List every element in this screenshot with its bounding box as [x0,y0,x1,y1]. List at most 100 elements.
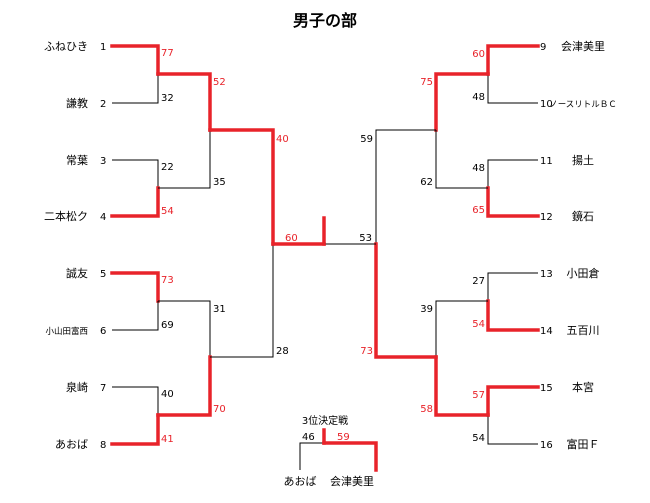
right-r3-score: 73 [360,346,373,357]
team-name-left: 謙教 [66,97,88,110]
final-score-right: 53 [359,233,372,244]
third-score-right: 59 [337,432,350,443]
third-team-left: あおば [284,475,317,488]
left-r2-score: 52 [213,77,226,88]
team-name-left: 二本松ク [44,209,88,223]
third-place-title: 3位決定戦 [302,414,348,427]
team-name-left: 誠友 [66,266,88,280]
team-seed-left: 7 [100,383,106,394]
team-seed-left: 1 [100,42,106,53]
team-name-right: 鏡石 [572,209,594,223]
right-r1-line-bottom [486,299,540,332]
team-name-right: 会津美里 [561,40,605,53]
right-r1-line-top [486,44,540,76]
right-r2-score: 58 [420,404,433,415]
third-line-right [322,441,378,472]
team-name-right: 小田倉 [567,266,600,280]
right-r1-line-top [487,159,538,188]
left-r1-line-top [110,271,160,303]
right-r1-line-top [486,385,540,417]
left-r3-score: 28 [276,346,289,357]
right-r2-line-bottom [434,355,490,417]
left-r1-line-bottom [110,186,160,218]
right-r1-line-top [487,272,538,301]
left-r2-score: 70 [213,404,226,415]
right-r3-line-bottom [374,242,438,359]
right-r1-score: 65 [472,205,485,216]
team-seed-right: 10 [540,99,553,110]
left-r1-line-bottom [112,74,159,104]
team-name-left: ふねひき [44,40,88,53]
left-r1-line-top [112,159,159,188]
left-r2-line-top [158,300,211,357]
left-r3-line-bottom [210,244,274,358]
team-seed-right: 16 [540,440,553,451]
left-r1-score: 22 [161,162,174,173]
left-r3-line-top [208,128,275,246]
right-r1-score: 60 [472,49,485,60]
right-r1-score: 48 [472,92,485,103]
left-r2-line-bottom [156,355,212,417]
team-seed-right: 9 [540,42,546,53]
left-r2-line-bottom [158,130,211,189]
left-r1-score: 77 [161,48,174,59]
right-r1-score: 48 [472,163,485,174]
team-seed-left: 3 [100,156,106,167]
right-r1-score: 54 [472,433,485,444]
right-r1-line-bottom [487,415,538,445]
right-r2-line-bottom [435,130,488,189]
right-r1-line-bottom [487,74,538,104]
bracket-title: 男子の部 [293,11,357,30]
left-r2-line-top [156,72,212,132]
third-line-left [299,442,324,470]
right-r3-line-top [375,129,436,244]
right-r1-score: 27 [472,276,485,287]
team-seed-left: 6 [100,326,106,337]
final-score-left: 60 [285,233,298,244]
team-name-left: 小山田富西 [45,326,88,337]
left-r2-score: 31 [213,304,226,315]
third-score-left: 46 [302,432,315,443]
team-name-right: ノースリトルＢＣ [549,100,617,110]
left-r3-score: 40 [276,134,289,145]
left-r1-score: 41 [161,434,174,445]
left-r1-score: 54 [161,206,174,217]
right-r1-score: 57 [472,390,485,401]
right-r2-score: 39 [420,304,433,315]
left-r1-line-bottom [112,301,159,331]
right-r2-score: 62 [420,177,433,188]
team-name-right: 五百川 [567,324,600,337]
team-seed-right: 11 [540,156,553,167]
right-r2-line-top [434,72,490,132]
team-seed-right: 13 [540,269,553,280]
right-r2-score: 75 [420,77,433,88]
team-name-right: 富田Ｆ [567,437,600,451]
team-seed-left: 2 [100,99,106,110]
team-name-left: 泉崎 [66,380,88,394]
left-r1-score: 73 [161,275,174,286]
team-seed-right: 12 [540,212,553,223]
left-r1-line-bottom [110,413,160,446]
left-r1-line-top [110,44,160,76]
bracket-lines [110,44,540,472]
team-name-right: 本宮 [572,380,594,394]
team-name-left: あおば [55,438,88,451]
right-r3-score: 59 [360,134,373,145]
right-r1-score: 54 [472,319,485,330]
left-r1-score: 32 [161,93,174,104]
left-r1-line-top [112,386,159,415]
left-r1-score: 69 [161,320,174,331]
team-seed-left: 4 [100,212,106,223]
team-seed-right: 15 [540,383,553,394]
team-name-left: 常葉 [66,153,88,167]
left-r2-score: 35 [213,177,226,188]
third-team-right: 会津美里 [330,475,374,488]
right-r1-line-bottom [486,186,540,218]
team-seed-right: 14 [540,326,553,337]
team-seed-left: 8 [100,440,106,451]
team-seed-left: 5 [100,269,106,280]
team-name-right: 揚土 [572,154,594,167]
left-r1-score: 40 [161,389,174,400]
